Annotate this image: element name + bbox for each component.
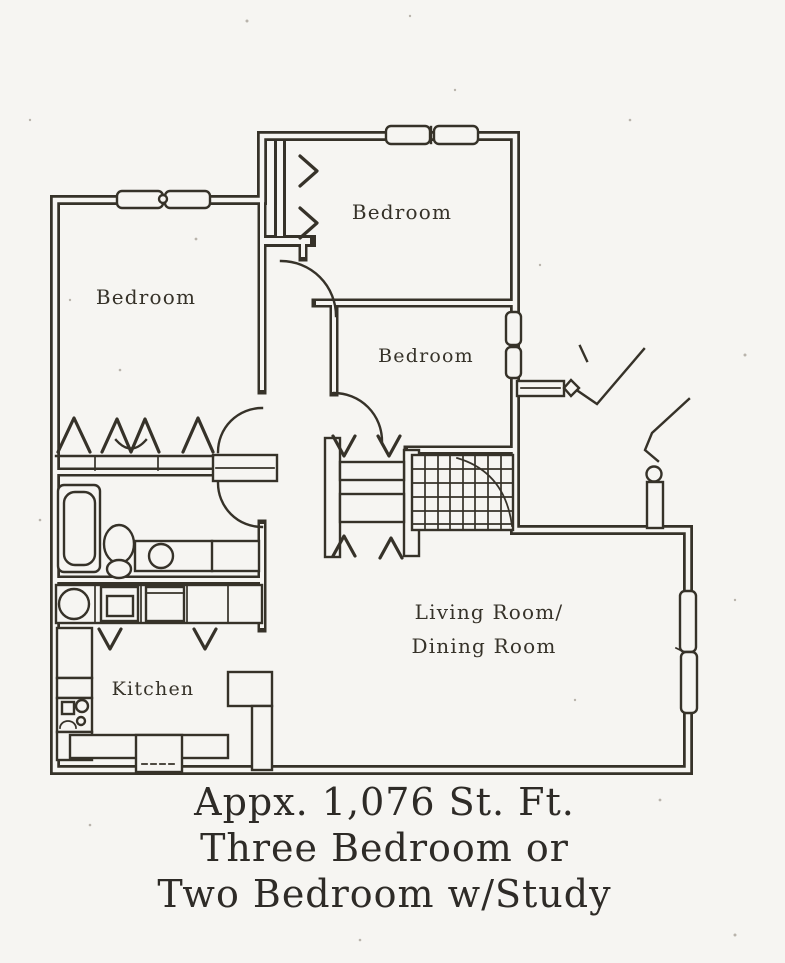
door-swing-zigzag <box>643 397 691 463</box>
door-knob-icon <box>562 378 581 398</box>
burner-icon <box>59 720 77 729</box>
room-label-living-room: Living Room/ <box>414 600 564 624</box>
closet-rod-icon <box>114 438 148 450</box>
caption-bedrooms-line: Three Bedroom or <box>200 826 569 870</box>
left-bedroom-window <box>115 189 212 210</box>
living-room-window <box>674 589 699 715</box>
kitchen-left-counter <box>55 626 94 680</box>
entry-doors <box>515 344 691 530</box>
room-label-kitchen: Kitchen <box>111 678 195 700</box>
appliance-icon <box>144 585 186 623</box>
bathroom-sink-icon <box>147 542 175 570</box>
closet-door-swing-icon <box>331 434 357 458</box>
window-latch-icon <box>157 193 169 205</box>
top-bedroom-closet-doors <box>298 154 319 240</box>
closet-left-wall <box>323 436 342 559</box>
wall-inner-lines <box>52 133 691 773</box>
hall-closet <box>323 434 421 560</box>
bathroom-fixtures <box>56 483 261 580</box>
closet-door-swing-icon <box>298 206 319 240</box>
middle-bedroom-window <box>504 310 523 380</box>
exterior-walls <box>50 131 693 775</box>
tile-entry-floor <box>410 453 515 532</box>
room-label-bedroom-top: Bedroom <box>351 200 453 224</box>
toilet-icon <box>102 523 136 565</box>
closet-shelf <box>338 492 406 524</box>
middle-bedroom-door-arc <box>332 391 384 443</box>
closet-shelf <box>338 460 406 482</box>
scan-specks <box>28 14 747 942</box>
door-swings <box>216 259 384 529</box>
bifold-door-icon <box>181 416 215 454</box>
top-bedroom-door-arc <box>279 259 338 318</box>
closet-door-swing-icon <box>378 536 404 560</box>
closet-door-swing-icon <box>331 534 357 558</box>
entry-door-swing-arc <box>455 456 513 527</box>
bathroom-door-arc <box>216 481 264 529</box>
left-bedroom-door-arc <box>216 406 264 454</box>
bifold-door-icon <box>56 416 92 454</box>
room-label-dining-room: Dining Room <box>411 634 557 658</box>
cabinet-door-swing-icon <box>97 627 123 651</box>
top-bedroom-window <box>384 124 480 146</box>
caption-area-line: Appx. 1,076 St. Ft. <box>194 780 575 824</box>
door-hinge-icon <box>645 465 663 483</box>
exterior-wall-outline <box>50 131 693 775</box>
kitchen-sink-icon <box>57 587 91 621</box>
burner-icon <box>74 698 90 714</box>
room-label-bedroom-middle: Bedroom <box>378 345 474 367</box>
bifold-door-icon <box>100 417 161 454</box>
kitchen-right-counter <box>226 670 274 708</box>
entry-door-leaf <box>645 480 665 530</box>
cabinet-door-swing-icon <box>192 627 218 651</box>
kitchen-island <box>134 733 184 774</box>
kitchen-fixtures <box>54 583 274 774</box>
caption: Appx. 1,076 St. Ft. Three Bedroom or Two… <box>0 779 777 917</box>
left-bedroom-closet <box>54 416 215 471</box>
closet-door-swing-icon <box>376 434 402 458</box>
door-swing-tick <box>578 344 589 363</box>
burner-icon <box>75 715 87 727</box>
caption-alt-layout-line: Two Bedroom w/Study <box>157 872 612 916</box>
closet-door-swing-icon <box>298 154 319 188</box>
door-swing-zigzag <box>576 347 646 406</box>
hall-door-jamb <box>211 453 279 483</box>
room-label-bedroom-left: Bedroom <box>95 285 197 309</box>
